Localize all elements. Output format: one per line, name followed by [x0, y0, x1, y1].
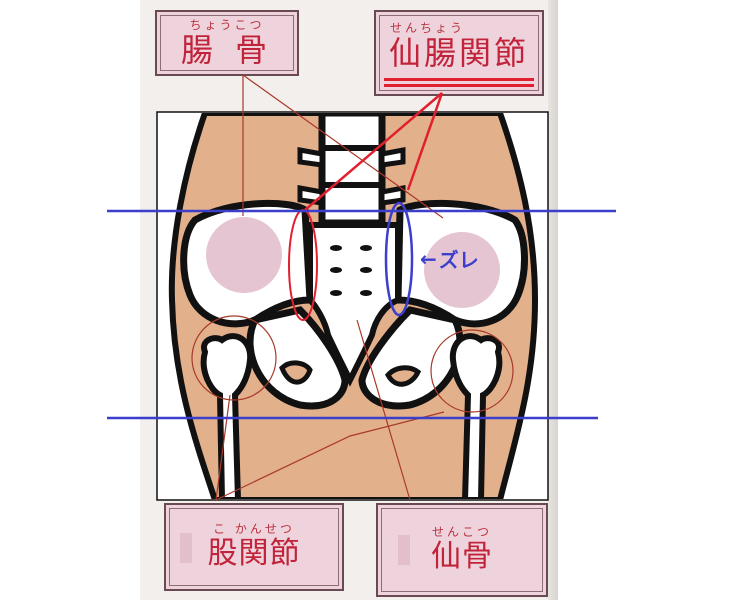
- left-obturator: [279, 360, 313, 385]
- label-hip-joint-ruby: こ かんせつ: [213, 522, 295, 536]
- left-pubis: [246, 306, 349, 410]
- left-ilium-circle: [206, 217, 282, 293]
- leader-lines: [215, 74, 445, 501]
- sacroiliac-underline-2: [384, 84, 534, 87]
- sacroiliac-underline: [384, 78, 534, 81]
- label-sacrum-ruby: せんこつ: [431, 525, 492, 539]
- right-sacroiliac-ellipse: [384, 201, 414, 317]
- label-sacroiliac-ruby: せんちょう: [390, 21, 466, 35]
- arrow-left-icon: ←: [420, 246, 437, 271]
- sacrum: [307, 222, 401, 387]
- sacral-foramina: [330, 245, 372, 296]
- left-hip-joint-circle: [191, 315, 277, 401]
- label-ilium: ちょうこつ 腸 骨: [155, 10, 299, 76]
- label-sacrum: せんこつ 仙骨: [376, 503, 548, 597]
- label-ilium-text: 腸 骨: [180, 31, 274, 69]
- label-ilium-ruby: ちょうこつ: [189, 18, 265, 32]
- right-hip-joint-circle: [430, 329, 514, 413]
- right-ilium-circle: [424, 232, 500, 308]
- misalignment-annotation: ← ズレ: [420, 244, 479, 273]
- label-sacroiliac-text: 仙腸関節: [388, 34, 529, 72]
- label-sacrum-tab: [398, 535, 410, 565]
- right-obturator: [384, 365, 422, 387]
- label-sacrum-text: 仙骨: [431, 539, 493, 574]
- blue-markers: [107, 201, 616, 420]
- label-sacroiliac-joint: せんちょう 仙腸関節: [374, 10, 544, 96]
- label-hip-joint-text: 股関節: [207, 536, 301, 571]
- label-hip-joint: こ かんせつ 股関節: [164, 503, 344, 591]
- page-edge: [548, 0, 558, 600]
- misalignment-text: ズレ: [438, 248, 479, 272]
- label-hip-tab: [180, 533, 192, 563]
